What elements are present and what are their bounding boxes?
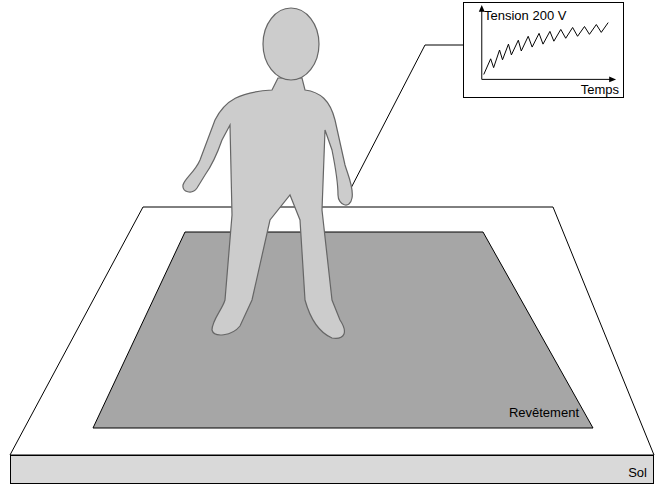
voltage-curve xyxy=(484,23,608,75)
floor-covering-outline xyxy=(93,232,593,428)
node-text: Sol xyxy=(628,466,647,479)
ground-band: Sol xyxy=(10,455,654,484)
x-arrow xyxy=(609,76,616,82)
y-axis xyxy=(481,9,482,80)
x-axis xyxy=(482,79,612,80)
slab-top xyxy=(10,207,654,455)
floor-covering: Revêtement xyxy=(93,232,593,428)
y-arrow xyxy=(479,5,485,12)
graph-inset: Tension 200 V Temps xyxy=(463,2,624,98)
covering-shape xyxy=(93,232,593,428)
leader-line xyxy=(350,45,463,190)
node-text: Tension 200 V xyxy=(484,9,566,22)
node-text: Temps xyxy=(581,83,619,96)
person-body xyxy=(183,78,352,338)
node-text: Revêtement xyxy=(509,406,579,419)
person-head xyxy=(263,8,319,80)
